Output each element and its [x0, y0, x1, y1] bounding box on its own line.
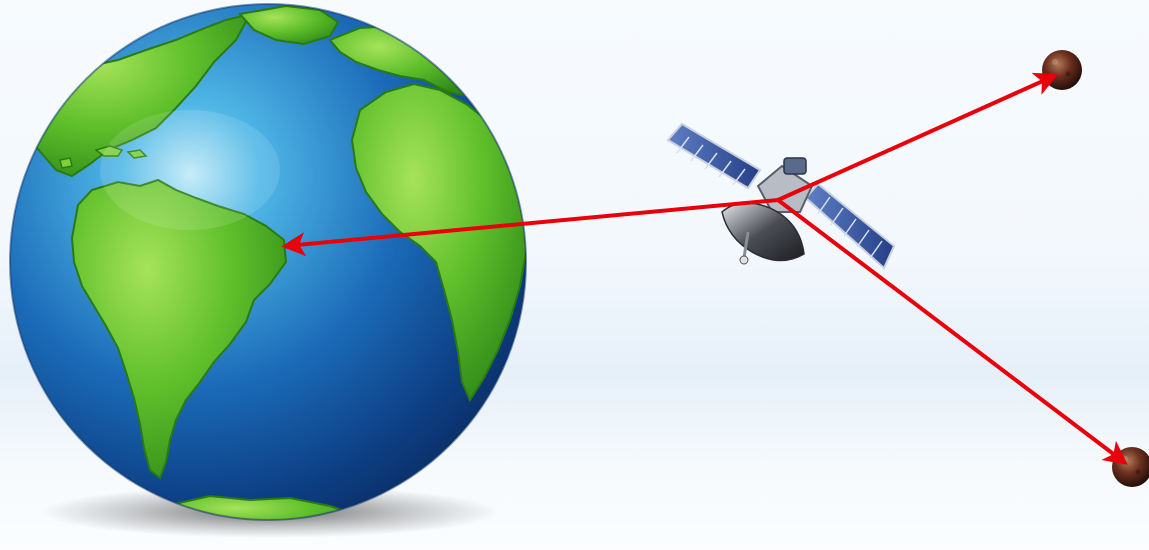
earth-globe-icon: [9, 3, 527, 538]
satellite-top-module: [783, 157, 807, 175]
planet-lower: [1112, 447, 1149, 487]
signal-to-planet-upper: [776, 72, 1059, 202]
planet-icon: [1042, 50, 1082, 90]
satellite-dish-feed: [739, 255, 749, 265]
earth-highlight: [100, 110, 280, 230]
signal-to-planet-lower: [776, 198, 1128, 465]
satellite-dish-arm: [742, 231, 750, 259]
continent-greenland: [238, 4, 340, 46]
earth-land: [18, 4, 526, 520]
planet-icon: [1112, 447, 1149, 487]
signal-to-earth: [281, 198, 780, 257]
continent-africa: [350, 82, 526, 403]
continent-south-america: [70, 178, 288, 480]
satellite-panel-left: [666, 122, 762, 190]
satellite-panel-right: [804, 182, 896, 270]
earth-rim: [9, 3, 527, 521]
caribbean-islands: [59, 145, 148, 169]
planet-upper: [1042, 50, 1082, 90]
continent-north-america: [18, 12, 252, 178]
signal-arrows: [281, 72, 1128, 465]
satellite-icon: [666, 122, 896, 270]
